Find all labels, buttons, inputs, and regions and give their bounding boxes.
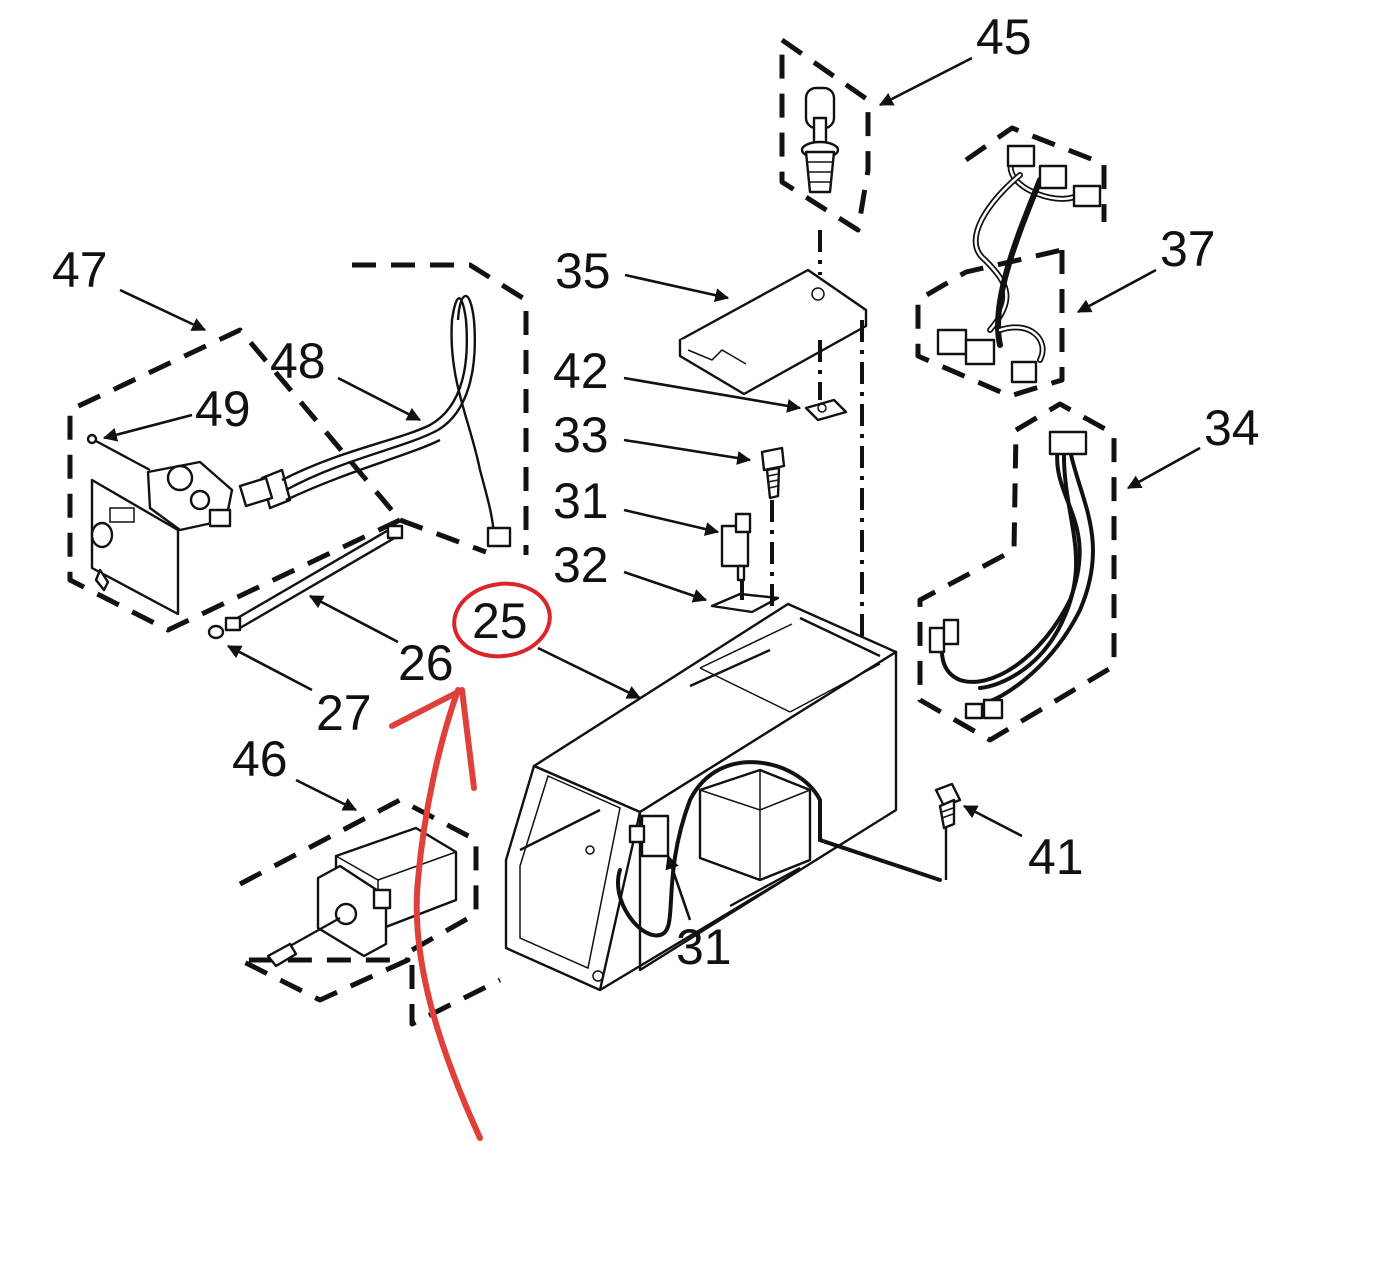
part-35-cover: [678, 268, 868, 396]
part-33-screw: [760, 446, 786, 500]
label-37: 37: [1160, 221, 1216, 277]
label-49: 49: [195, 381, 251, 437]
label-26: 26: [398, 635, 454, 691]
part-32-plate: [710, 592, 780, 614]
part-31-switch-top: [720, 512, 752, 582]
leader-arrows: [102, 56, 1201, 921]
label-31-bottom: 31: [676, 919, 732, 975]
part-37-wire-harness: [915, 125, 1107, 399]
label-41: 41: [1028, 829, 1084, 885]
highlight-arrow: [413, 687, 483, 1141]
label-47: 47: [52, 242, 108, 298]
label-34: 34: [1204, 400, 1260, 456]
part-34-wire-harness: [917, 401, 1117, 743]
label-35: 35: [555, 243, 611, 299]
label-32: 32: [553, 537, 609, 593]
label-25: 25: [472, 593, 528, 649]
part-47-dispenser-control: [67, 262, 529, 640]
part-25-housing: [504, 602, 942, 992]
label-27: 27: [316, 685, 372, 741]
label-31-top: 31: [553, 473, 609, 529]
label-45: 45: [976, 9, 1032, 65]
part-42-bracket: [804, 398, 848, 422]
label-42: 42: [553, 343, 609, 399]
label-46: 46: [232, 731, 288, 787]
part-41-screw: [934, 782, 962, 880]
part-46-solenoid: [237, 797, 502, 1027]
highlight-annotation: [389, 581, 552, 1141]
highlight-arrowhead: [389, 687, 477, 791]
part-45-key-switch: [779, 37, 871, 233]
part-number-labels: 45 37 47 35 48 42 49 33 34 31 32 25 26 2…: [52, 9, 1260, 975]
highlight-circle: [452, 581, 552, 659]
label-48: 48: [270, 333, 326, 389]
label-33: 33: [553, 407, 609, 463]
